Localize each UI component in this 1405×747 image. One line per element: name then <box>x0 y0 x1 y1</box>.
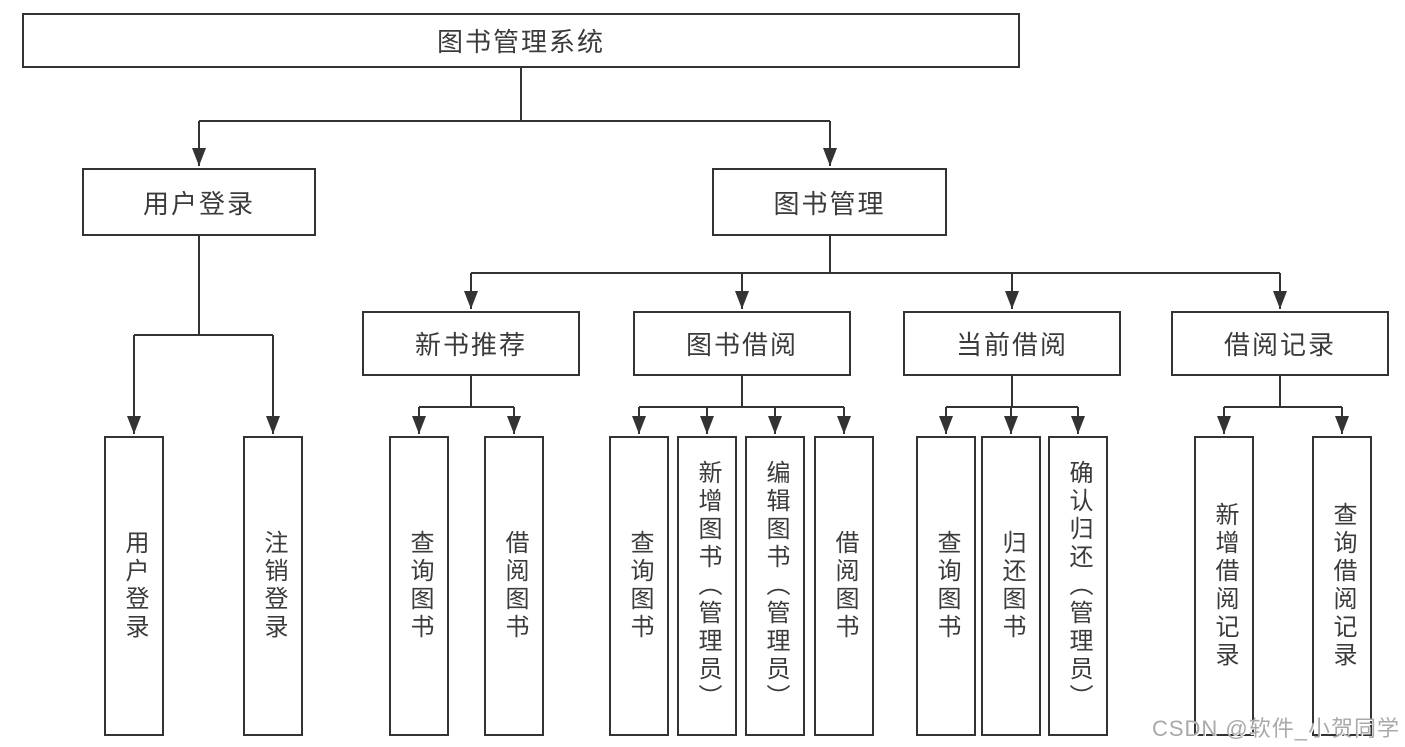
leaf-add-book-admin-label: 新增图书（管理员） <box>694 460 721 712</box>
leaf-query-books-current: 查询图书 <box>916 436 976 736</box>
leaf-borrow-books-recommend-label: 借阅图书 <box>501 530 528 642</box>
leaf-confirm-return-admin: 确认归还（管理员） <box>1048 436 1108 736</box>
leaf-user-login: 用户登录 <box>104 436 164 736</box>
leaf-add-borrow-record: 新增借阅记录 <box>1194 436 1254 736</box>
node-book-management: 图书管理 <box>712 168 947 236</box>
leaf-return-books-label: 归还图书 <box>998 530 1025 642</box>
node-root: 图书管理系统 <box>22 13 1020 68</box>
leaf-add-borrow-record-label: 新增借阅记录 <box>1211 502 1238 670</box>
node-new-book-recommendation: 新书推荐 <box>362 311 580 376</box>
leaf-query-borrow-record: 查询借阅记录 <box>1312 436 1372 736</box>
leaf-edit-book-admin-label: 编辑图书（管理员） <box>762 460 789 712</box>
leaf-borrow-books: 借阅图书 <box>814 436 874 736</box>
leaf-add-book-admin: 新增图书（管理员） <box>677 436 737 736</box>
leaf-edit-book-admin: 编辑图书（管理员） <box>745 436 805 736</box>
leaf-confirm-return-admin-label: 确认归还（管理员） <box>1065 460 1092 712</box>
leaf-borrow-books-recommend: 借阅图书 <box>484 436 544 736</box>
leaf-query-books-borrowing: 查询图书 <box>609 436 669 736</box>
leaf-user-login-label: 用户登录 <box>121 530 148 642</box>
leaf-query-books-borrowing-label: 查询图书 <box>626 530 653 642</box>
node-book-borrowing: 图书借阅 <box>633 311 851 376</box>
node-user-login: 用户登录 <box>82 168 316 236</box>
leaf-query-books-recommend: 查询图书 <box>389 436 449 736</box>
leaf-borrow-books-label: 借阅图书 <box>831 530 858 642</box>
csdn-watermark: CSDN @软件_小贺同学 <box>1151 716 1400 741</box>
leaf-query-books-recommend-label: 查询图书 <box>406 530 433 642</box>
leaf-return-books: 归还图书 <box>981 436 1041 736</box>
node-borrowing-records: 借阅记录 <box>1171 311 1389 376</box>
leaf-logout-label: 注销登录 <box>260 530 287 642</box>
leaf-logout: 注销登录 <box>243 436 303 736</box>
leaf-query-books-current-label: 查询图书 <box>933 530 960 642</box>
leaf-query-borrow-record-label: 查询借阅记录 <box>1329 502 1356 670</box>
node-current-borrowing: 当前借阅 <box>903 311 1121 376</box>
